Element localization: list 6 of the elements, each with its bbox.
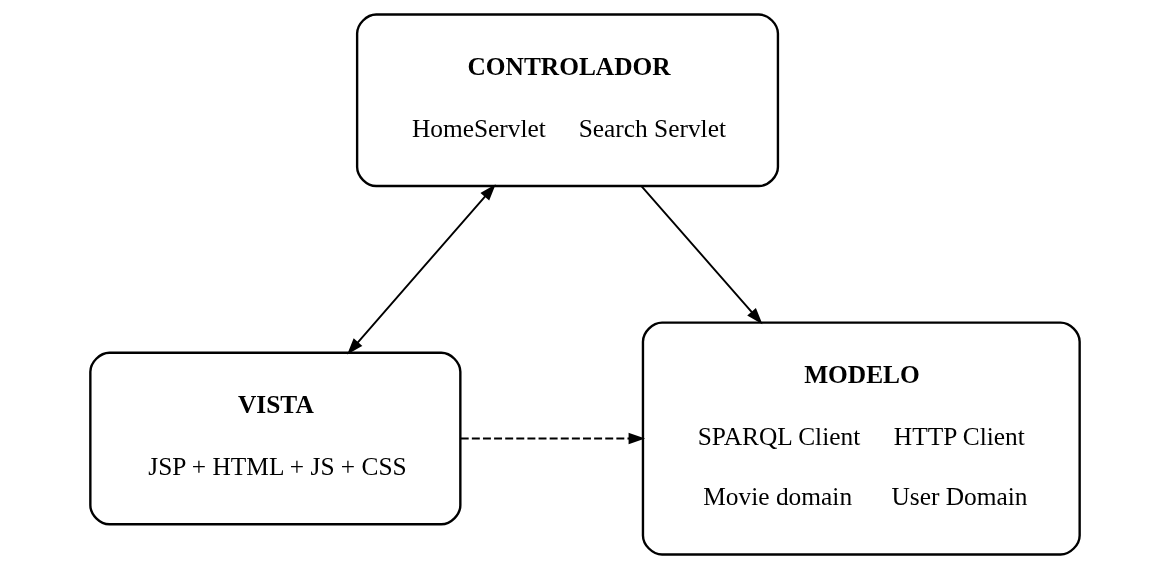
arrow (640, 185, 762, 325)
node-box: MODELO SPARQL Client HTTP Client Movie domain User Domain (641, 321, 1081, 556)
node-box: VISTA JSP + HTML + JS + CSS (88, 351, 462, 526)
node-box: CONTROLADOR HomeServlet Search Servlet (355, 13, 779, 188)
arrow (459, 432, 645, 445)
arrow (346, 184, 496, 355)
